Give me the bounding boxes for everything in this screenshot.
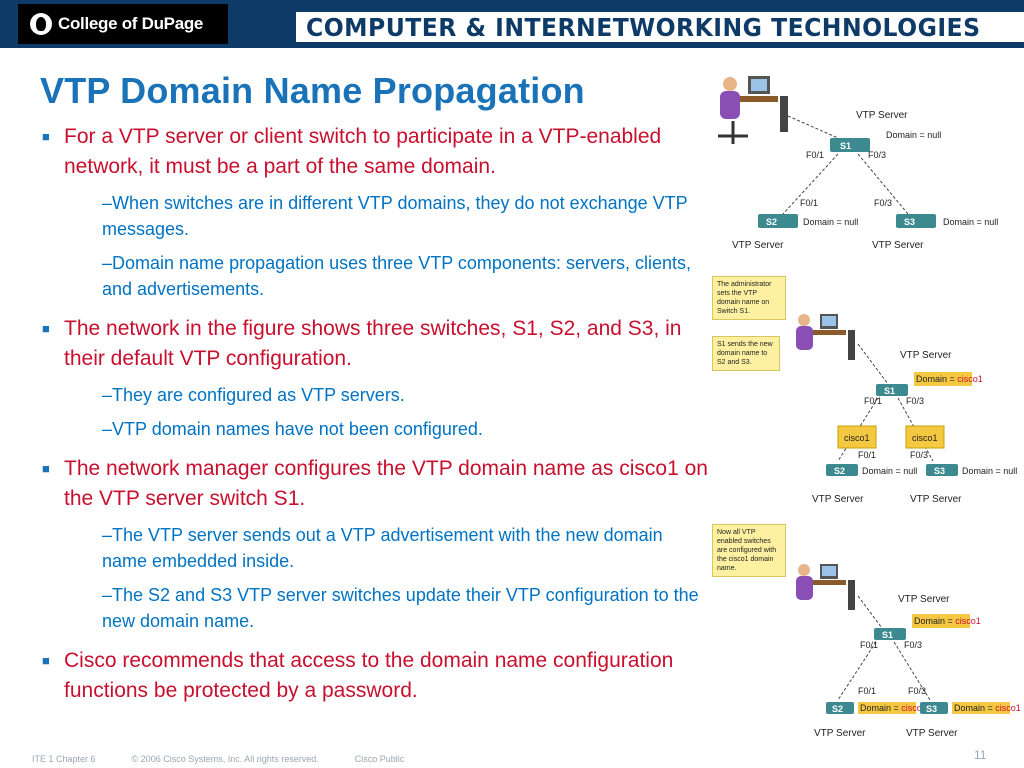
admin-workstation-icon <box>718 76 788 144</box>
vtp-server-label: VTP Server <box>814 728 866 739</box>
page-number: 11 <box>974 748 987 762</box>
domain-highlight <box>858 702 916 714</box>
vtp-advertisement-icon: cisco1 <box>905 425 945 449</box>
admin-workstation-icon <box>796 564 855 610</box>
vtp-server-label: VTP Server <box>856 110 908 121</box>
note-box: S1 sends the new domain name to S2 and S… <box>712 336 780 371</box>
switch-s3-icon: S3 <box>926 464 958 476</box>
port-label: F0/3 <box>904 640 922 650</box>
header-bar: College of DuPage COMPUTER & INTERNETWOR… <box>0 0 1024 48</box>
bullet-square-icon: ■ <box>42 129 50 144</box>
port-label: F0/1 <box>864 396 882 406</box>
bullet-text: The network in the figure shows three sw… <box>64 317 682 370</box>
bullet-square-icon: ■ <box>42 653 50 668</box>
vtp-server-label: VTP Server <box>900 350 952 361</box>
domain-highlight <box>914 372 972 386</box>
port-label: F0/1 <box>858 450 876 460</box>
vtp-server-label: VTP Server <box>872 240 924 251</box>
switch-s1-icon: S1 <box>876 384 908 396</box>
slide-title: VTP Domain Name Propagation <box>40 70 585 111</box>
port-label: F0/1 <box>858 686 876 696</box>
svg-text:S3: S3 <box>934 466 945 476</box>
svg-text:S1: S1 <box>884 386 895 396</box>
domain-label: Domain = null <box>862 466 917 476</box>
svg-text:S3: S3 <box>904 217 915 227</box>
slide-footer: ITE 1 Chapter 6 © 2006 Cisco Systems, In… <box>32 754 404 764</box>
note-box: Now all VTP enabled switches are configu… <box>712 524 786 577</box>
note-box: The administrator sets the VTP domain na… <box>712 276 786 320</box>
bullet-2: ■ The network in the figure shows three … <box>40 314 710 374</box>
domain-label: Domain = null <box>803 217 858 227</box>
bullet-3: ■ The network manager configures the VTP… <box>40 454 710 514</box>
sub-bullet: –When switches are in different VTP doma… <box>102 193 688 239</box>
bullet-1: ■ For a VTP server or client switch to p… <box>40 122 710 182</box>
logo-text: College of DuPage <box>58 14 204 33</box>
vtp-server-label: VTP Server <box>812 494 864 505</box>
admin-workstation-icon <box>796 314 855 360</box>
bullet-square-icon: ■ <box>42 461 50 476</box>
switch-s2-icon: S2 <box>826 702 854 714</box>
switch-s2-icon: S2 <box>758 214 798 228</box>
vtp-server-label: VTP Server <box>898 594 950 605</box>
switch-s3-icon: S3 <box>920 702 948 714</box>
svg-text:cisco1: cisco1 <box>844 433 870 443</box>
port-label: F0/3 <box>868 150 886 160</box>
department-banner: COMPUTER & INTERNETWORKING TECHNOLOGIES <box>296 12 1024 46</box>
vtp-diagram: VTP Server Domain = null S1 F0/1 F0/3 F0… <box>718 76 1021 739</box>
svg-text:S2: S2 <box>834 466 845 476</box>
svg-text:S1: S1 <box>840 141 851 151</box>
domain-label: Domain = cisco1 <box>914 616 981 626</box>
port-label: F0/1 <box>806 150 824 160</box>
sub-bullet: –VTP domain names have not been configur… <box>102 419 483 439</box>
college-logo: College of DuPage <box>18 4 228 44</box>
svg-text:S1: S1 <box>882 630 893 640</box>
svg-text:S2: S2 <box>832 704 843 714</box>
cod-logo-icon <box>30 13 52 35</box>
svg-text:S3: S3 <box>926 704 937 714</box>
svg-text:S2: S2 <box>766 217 777 227</box>
vtp-diagram-panel: VTP Server Domain = null S1 F0/1 F0/3 F0… <box>708 66 1024 751</box>
port-label: F0/3 <box>910 450 928 460</box>
domain-highlight <box>952 702 1010 714</box>
svg-text:cisco1: cisco1 <box>912 433 938 443</box>
slide-content: ■ For a VTP server or client switch to p… <box>40 122 710 706</box>
sub-bullet: –Domain name propagation uses three VTP … <box>102 253 691 299</box>
domain-label: Domain = cisco1 <box>916 374 983 384</box>
domain-label: Domain = null <box>943 217 998 227</box>
vtp-server-label: VTP Server <box>910 494 962 505</box>
footer-course: ITE 1 Chapter 6 <box>32 754 96 764</box>
bullet-text: Cisco recommends that access to the doma… <box>64 649 674 702</box>
vtp-advertisement-icon: cisco1 <box>837 425 877 449</box>
bullet-4: ■ Cisco recommends that access to the do… <box>40 646 710 706</box>
footer-classification: Cisco Public <box>354 754 405 764</box>
domain-label: Domain = null <box>886 130 941 140</box>
port-label: F0/1 <box>800 198 818 208</box>
domain-highlight <box>912 614 970 628</box>
switch-s3-icon: S3 <box>896 214 936 228</box>
port-label: F0/3 <box>908 686 926 696</box>
port-label: F0/3 <box>874 198 892 208</box>
port-label: F0/1 <box>860 640 878 650</box>
vtp-server-label: VTP Server <box>732 240 784 251</box>
sub-bullet: –They are configured as VTP servers. <box>102 385 405 405</box>
domain-label: Domain = cisco1 <box>954 703 1021 713</box>
sub-bullet: –The S2 and S3 VTP server switches updat… <box>102 585 699 631</box>
switch-s1-icon: S1 <box>830 138 870 152</box>
bullet-square-icon: ■ <box>42 321 50 336</box>
domain-label: Domain = null <box>962 466 1017 476</box>
switch-s1-icon: S1 <box>874 628 906 640</box>
bullet-text: For a VTP server or client switch to par… <box>64 125 662 178</box>
port-label: F0/3 <box>906 396 924 406</box>
footer-copyright: © 2006 Cisco Systems, Inc. All rights re… <box>131 754 319 764</box>
bullet-text: The network manager configures the VTP d… <box>64 457 708 510</box>
sub-bullet: –The VTP server sends out a VTP advertis… <box>102 525 663 571</box>
vtp-server-label: VTP Server <box>906 728 958 739</box>
domain-label: Domain = cisco1 <box>860 703 927 713</box>
banner-text: COMPUTER & INTERNETWORKING TECHNOLOGIES <box>306 12 981 42</box>
switch-s2-icon: S2 <box>826 464 858 476</box>
